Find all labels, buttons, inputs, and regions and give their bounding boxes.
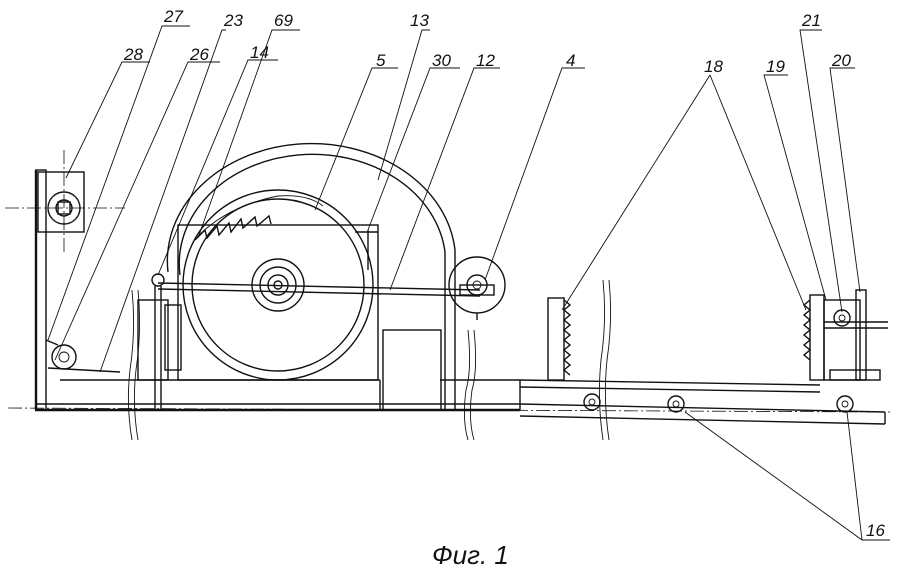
label-12: 12 bbox=[476, 51, 495, 70]
leader-lines bbox=[47, 25, 890, 541]
drive-shaft bbox=[151, 273, 481, 410]
label-5: 5 bbox=[376, 51, 386, 70]
label-16: 16 bbox=[866, 521, 885, 540]
carriage bbox=[519, 297, 854, 413]
reference-labels: 28 27 23 26 14 69 5 13 30 12 4 18 19 21 … bbox=[123, 7, 885, 540]
label-30: 30 bbox=[432, 51, 451, 70]
label-27: 27 bbox=[163, 7, 183, 26]
pulley bbox=[448, 256, 506, 320]
label-26: 26 bbox=[189, 45, 209, 64]
base-frame bbox=[7, 329, 891, 425]
label-20: 20 bbox=[831, 51, 851, 70]
saw-blade bbox=[177, 189, 379, 381]
label-14: 14 bbox=[250, 43, 269, 62]
label-4: 4 bbox=[566, 51, 575, 70]
break-lines bbox=[127, 279, 612, 441]
right-clamp bbox=[802, 289, 888, 381]
figure-caption: Фиг. 1 bbox=[432, 540, 509, 570]
label-18: 18 bbox=[704, 57, 723, 76]
label-69: 69 bbox=[274, 11, 293, 30]
saw-housing bbox=[137, 142, 456, 410]
label-23: 23 bbox=[223, 11, 243, 30]
label-19: 19 bbox=[766, 57, 785, 76]
label-13: 13 bbox=[410, 11, 429, 30]
label-21: 21 bbox=[801, 11, 821, 30]
label-28: 28 bbox=[123, 45, 143, 64]
left-stand bbox=[5, 150, 125, 411]
